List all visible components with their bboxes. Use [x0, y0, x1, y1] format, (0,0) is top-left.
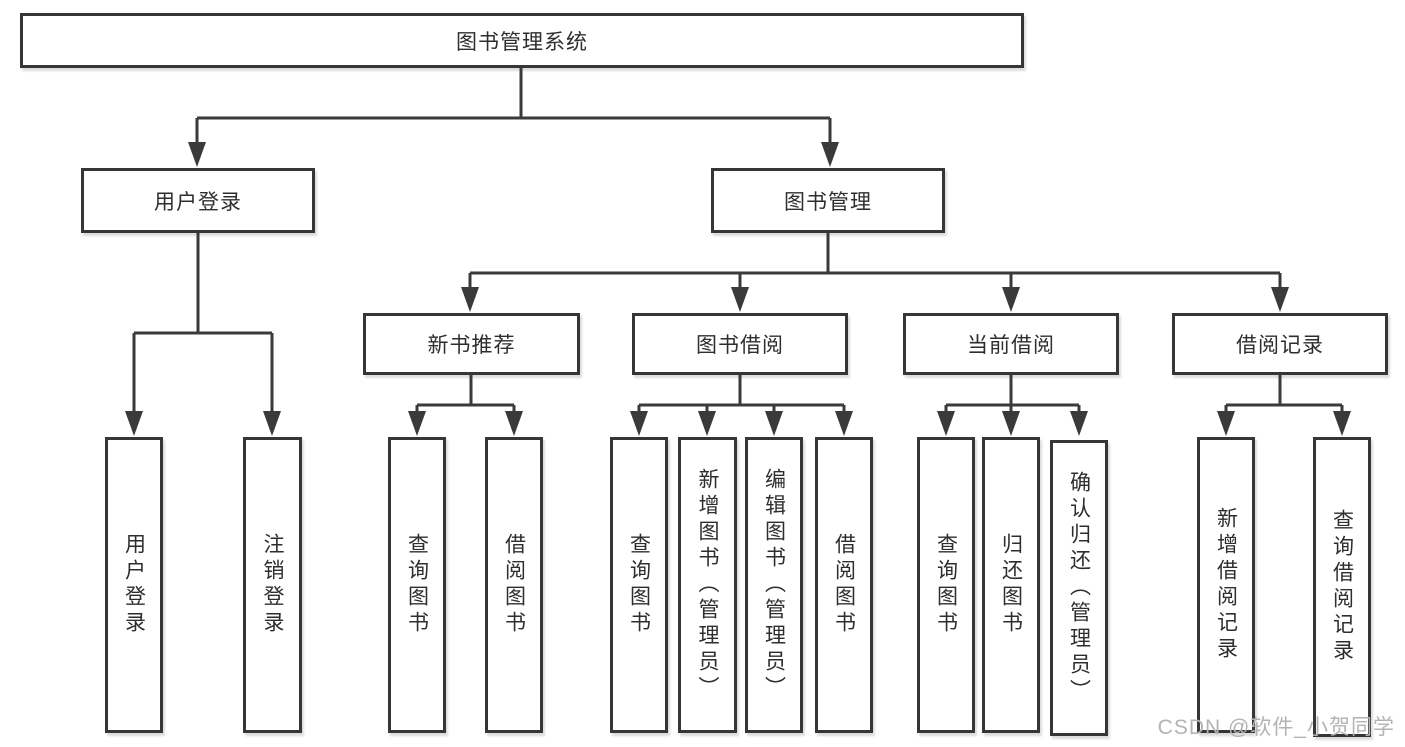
node-label: 图书管理系统	[456, 30, 588, 54]
leaf-query-book-3: 查询图书	[917, 437, 975, 733]
node-book-management: 图书管理	[711, 168, 945, 233]
node-label: 借阅图书	[502, 533, 526, 637]
leaf-edit-book-admin: 编辑图书（管理员）	[745, 437, 803, 733]
node-library-management-system: 图书管理系统	[20, 13, 1024, 68]
node-label: 用户登录	[154, 190, 242, 214]
node-label: 当前借阅	[967, 334, 1055, 357]
node-label: 注销登录	[261, 533, 284, 637]
leaf-borrow-book-1: 借阅图书	[485, 437, 543, 733]
node-label: 确认归还（管理员）	[1067, 471, 1091, 705]
node-book-borrow: 图书借阅	[632, 313, 848, 375]
node-new-book-recommend: 新书推荐	[363, 313, 580, 375]
node-label: 新增借阅记录	[1214, 507, 1238, 663]
node-current-borrow: 当前借阅	[903, 313, 1119, 375]
leaf-user-login: 用户登录	[105, 437, 163, 733]
node-label: 借阅图书	[832, 533, 856, 637]
leaf-add-book-admin: 新增图书（管理员）	[678, 437, 737, 733]
node-label: 查询借阅记录	[1330, 509, 1354, 665]
node-label: 查询图书	[934, 533, 958, 637]
node-label: 借阅记录	[1236, 334, 1324, 357]
node-borrow-record: 借阅记录	[1172, 313, 1388, 375]
node-label: 归还图书	[999, 533, 1023, 637]
leaf-borrow-book-2: 借阅图书	[815, 437, 873, 733]
node-label: 新增图书（管理员）	[696, 468, 719, 702]
node-label: 查询图书	[627, 533, 651, 637]
leaf-query-book-1: 查询图书	[388, 437, 446, 733]
node-label: 用户登录	[122, 533, 146, 637]
node-user-login: 用户登录	[81, 168, 315, 233]
leaf-confirm-return-admin: 确认归还（管理员）	[1050, 440, 1108, 736]
leaf-query-book-2: 查询图书	[610, 437, 668, 733]
leaf-logout: 注销登录	[243, 437, 302, 733]
leaf-add-borrow-record: 新增借阅记录	[1197, 437, 1255, 733]
node-label: 编辑图书（管理员）	[762, 468, 786, 702]
watermark: CSDN @软件_小贺同学	[1157, 716, 1395, 739]
node-label: 查询图书	[405, 533, 429, 637]
leaf-query-borrow-record: 查询借阅记录	[1313, 437, 1371, 737]
leaf-return-book: 归还图书	[982, 437, 1040, 733]
node-label: 图书管理	[784, 190, 872, 214]
node-label: 图书借阅	[696, 334, 784, 357]
node-label: 新书推荐	[427, 334, 516, 357]
